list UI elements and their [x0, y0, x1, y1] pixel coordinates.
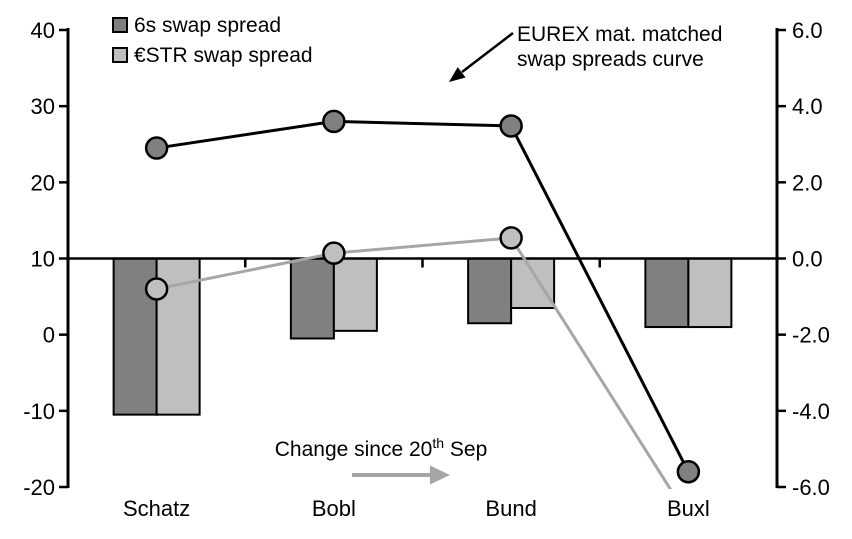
left-axis-tick-label: -10: [23, 399, 55, 424]
marker-6s-swap-spread-curve-bobl: [322, 109, 346, 134]
bar-str-swap-spread-buxl: [687, 257, 733, 329]
bar-6s-swap-spread-buxl: [644, 257, 690, 329]
annotation-eurex-line2: swap spreads curve: [517, 48, 704, 71]
legend-swatch-estr-swap-spread: [112, 47, 128, 63]
bar-6s-swap-spread-bobl: [289, 257, 335, 340]
legend-swatch-6s-swap-spread: [112, 17, 128, 33]
right-axis-tick-label: 0.0: [792, 247, 823, 272]
lines-layer: [144, 109, 701, 489]
axes-layer: 40 30 20 10 0 -10 -20 6.0 4.0 2.0 0.0 -2.0 -4.0 -6.0S…: [23, 18, 830, 521]
category-label-bund: Bund: [485, 496, 536, 521]
right-axis-tick-label: -4.0: [792, 399, 830, 424]
marker-6s-swap-spread-curve-schatz: [144, 136, 169, 160]
category-label-schatz: Schatz: [123, 496, 190, 521]
right-axis-tick-label: 6.0: [792, 18, 823, 43]
right-axis-tick-label: -2.0: [792, 323, 830, 348]
marker-str-swap-spread-curve-bobl: [322, 241, 346, 265]
line-path-6s-swap-spread-curve: [156, 119, 690, 473]
left-axis-tick-label: 40: [31, 18, 55, 43]
marker-6s-swap-spread-curve-buxl: [676, 460, 701, 484]
category-label-bobl: Bobl: [312, 496, 356, 521]
annotation-change-since: Change since 20th Sep: [275, 435, 488, 485]
left-axis-tick-label: 10: [31, 247, 55, 272]
annotation-eurex-line1: EUREX mat. matched: [517, 23, 722, 46]
annotation-eurex-arrow-line: [461, 32, 514, 73]
line-path-str-swap-spread-curve: [156, 236, 673, 489]
bar-6s-swap-spread-bund: [467, 257, 513, 325]
line-series-str-swap-spread-curve: [144, 226, 673, 489]
right-axis-tick-label: -6.0: [792, 475, 830, 500]
bar-str-swap-spread-bund: [510, 257, 556, 310]
annotation-eurex-arrowhead-icon: [449, 67, 466, 82]
left-axis-tick-label: -20: [23, 475, 55, 500]
marker-str-swap-spread-curve-schatz: [144, 277, 169, 301]
left-axis-tick-label: 0: [43, 323, 55, 348]
left-axis-tick-label: 30: [31, 94, 55, 119]
left-axis-tick-label: 20: [31, 170, 55, 195]
line-series-6s-swap-spread-curve: [144, 109, 701, 484]
legend-label-6s-swap-spread: 6s swap spread: [134, 14, 281, 37]
annotation-eurex: EUREX mat. matched swap spreads curve: [449, 23, 722, 82]
legend: 6s swap spread €STR swap spread: [112, 14, 313, 67]
legend-label-estr-swap-spread: €STR swap spread: [134, 44, 313, 67]
category-label-buxl: Buxl: [667, 496, 710, 521]
annotation-change-since-arrowhead-icon: [430, 465, 450, 485]
right-axis-tick-label: 4.0: [792, 94, 823, 119]
marker-6s-swap-spread-curve-bund: [499, 114, 523, 138]
marker-str-swap-spread-curve-bund: [499, 226, 523, 250]
bar-str-swap-spread-bobl: [332, 257, 378, 332]
annotation-change-since-label: Change since 20th Sep: [275, 435, 488, 461]
bars-layer: [112, 257, 733, 416]
right-axis-tick-label: 2.0: [792, 170, 823, 195]
